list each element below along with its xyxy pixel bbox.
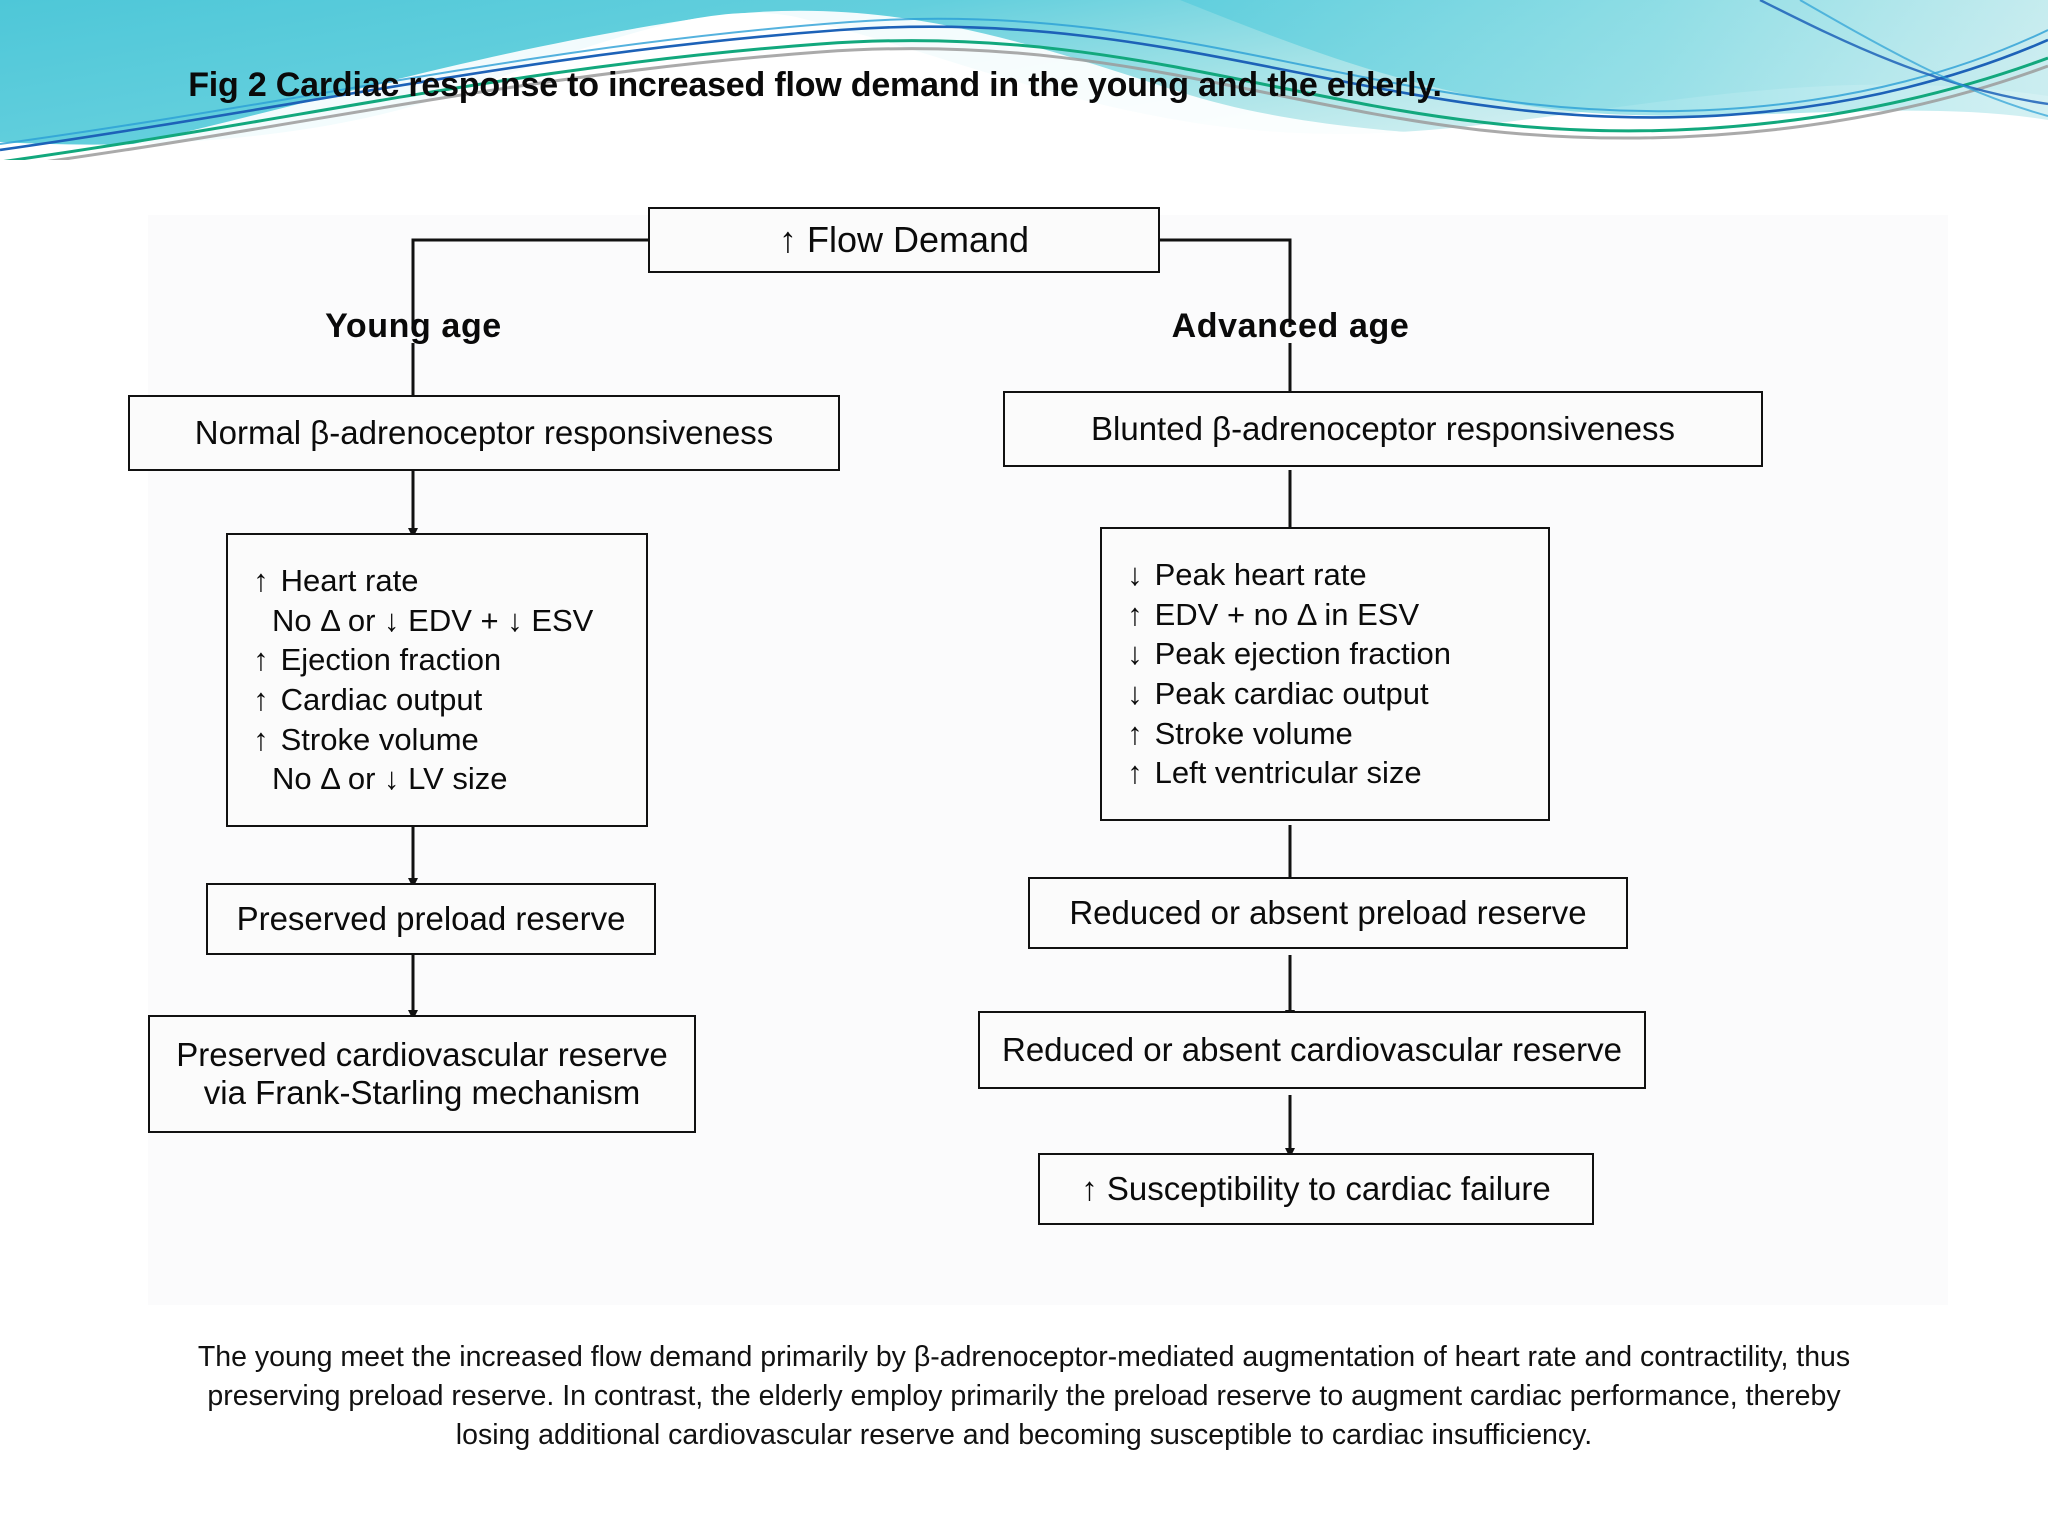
node-advanced-responsiveness-label: Blunted β-adrenoceptor responsiveness <box>1091 410 1675 447</box>
advanced-effect-item-label: Peak heart rate <box>1146 556 1367 592</box>
column-heading-advanced: Advanced age <box>1171 307 1410 345</box>
arrow-down-icon: ↓ <box>1127 636 1143 672</box>
node-young-preload-label: Preserved preload reserve <box>236 900 626 937</box>
node-advanced-cv-reserve-label: Reduced or absent cardiovascular reserve <box>1002 1031 1622 1068</box>
arrow-up-icon: ↑ <box>253 642 269 678</box>
node-flow-demand[interactable]: ↑ Flow Demand <box>648 207 1160 273</box>
advanced-effect-item: ↑ Left ventricular size <box>1124 753 1422 793</box>
node-advanced-cv-reserve[interactable]: Reduced or absent cardiovascular reserve <box>978 1011 1646 1089</box>
advanced-effect-item: ↓ Peak heart rate <box>1124 555 1367 595</box>
figure-caption: The young meet the increased flow demand… <box>14 1338 2034 1454</box>
young-effect-item: No Δ or ↓ EDV + ↓ ESV <box>250 601 593 641</box>
flowchart-connectors <box>408 238 1295 1158</box>
figure-flowchart: ↑ Flow Demand Young age Advanced age Nor… <box>128 207 1948 1305</box>
advanced-effect-item-label: Stroke volume <box>1146 715 1353 751</box>
node-advanced-responsiveness[interactable]: Blunted β-adrenoceptor responsiveness <box>1003 391 1763 467</box>
arrow-up-icon: ↑ <box>1127 755 1143 791</box>
node-advanced-effects[interactable]: ↓ Peak heart rate↑ EDV + no Δ in ESV↓ Pe… <box>1100 527 1550 821</box>
decorative-header-band <box>0 0 2048 160</box>
young-effect-item: ↑ Stroke volume <box>250 720 479 760</box>
node-advanced-preload-label: Reduced or absent preload reserve <box>1069 894 1587 931</box>
arrow-down-icon: ↓ <box>1127 676 1143 711</box>
caption-line-3: losing additional cardiovascular reserve… <box>455 1418 1593 1451</box>
column-heading-young: Young age <box>325 307 502 345</box>
young-effect-item-label: Cardiac output <box>272 682 483 717</box>
arrow-up-icon: ↑ <box>1127 715 1143 751</box>
node-advanced-preload[interactable]: Reduced or absent preload reserve <box>1028 877 1628 949</box>
node-flow-demand-label: ↑ Flow Demand <box>778 219 1030 260</box>
advanced-effect-item: ↑ Stroke volume <box>1124 714 1353 754</box>
node-advanced-failure-label: ↑ Susceptibility to cardiac failure <box>1081 1170 1551 1207</box>
advanced-effect-item-label: Peak ejection fraction <box>1146 636 1452 672</box>
page-title: Fig 2 Cardiac response to increased flow… <box>188 66 1442 104</box>
node-young-responsiveness-label: Normal β-adrenoceptor responsiveness <box>194 414 774 451</box>
arrow-up-icon: ↑ <box>253 562 269 598</box>
young-effect-item-label: Stroke volume <box>272 721 479 757</box>
advanced-effect-item: ↑ EDV + no Δ in ESV <box>1124 595 1419 635</box>
arrow-up-icon: ↑ <box>1127 596 1143 632</box>
caption-line-1: The young meet the increased flow demand… <box>197 1341 1851 1373</box>
advanced-effect-item: ↓ Peak cardiac output <box>1124 674 1429 714</box>
node-young-cv-reserve-line2: via Frank-Starling mechanism <box>203 1074 641 1111</box>
advanced-effect-item-label: Left ventricular size <box>1146 755 1422 791</box>
young-effect-item: ↑ Ejection fraction <box>250 640 501 680</box>
advanced-effect-item-label: Peak cardiac output <box>1146 676 1429 711</box>
node-young-responsiveness[interactable]: Normal β-adrenoceptor responsiveness <box>128 395 840 471</box>
young-effect-item-label: Heart rate <box>272 562 419 598</box>
young-effect-item: ↑ Cardiac output <box>250 680 482 720</box>
young-effect-item-label: Ejection fraction <box>272 642 502 678</box>
node-young-cv-reserve[interactable]: Preserved cardiovascular reserve via Fra… <box>148 1015 696 1133</box>
young-effect-item: No Δ or ↓ LV size <box>250 759 508 799</box>
advanced-effect-item-label: EDV + no Δ in ESV <box>1146 596 1420 632</box>
young-effect-item-label: No Δ or ↓ EDV + ↓ ESV <box>272 602 594 638</box>
arrow-down-icon: ↓ <box>1127 556 1143 592</box>
caption-line-2: preserving preload reserve. In contrast,… <box>207 1379 1841 1412</box>
node-young-preload[interactable]: Preserved preload reserve <box>206 883 656 955</box>
node-young-cv-reserve-line1: Preserved cardiovascular reserve <box>176 1036 668 1073</box>
arrow-up-icon: ↑ <box>253 682 269 717</box>
advanced-effect-item: ↓ Peak ejection fraction <box>1124 634 1451 674</box>
node-advanced-failure[interactable]: ↑ Susceptibility to cardiac failure <box>1038 1153 1594 1225</box>
young-effect-item-label: No Δ or ↓ LV size <box>272 761 508 797</box>
young-effect-item: ↑ Heart rate <box>250 561 418 601</box>
arrow-up-icon: ↑ <box>253 721 269 757</box>
